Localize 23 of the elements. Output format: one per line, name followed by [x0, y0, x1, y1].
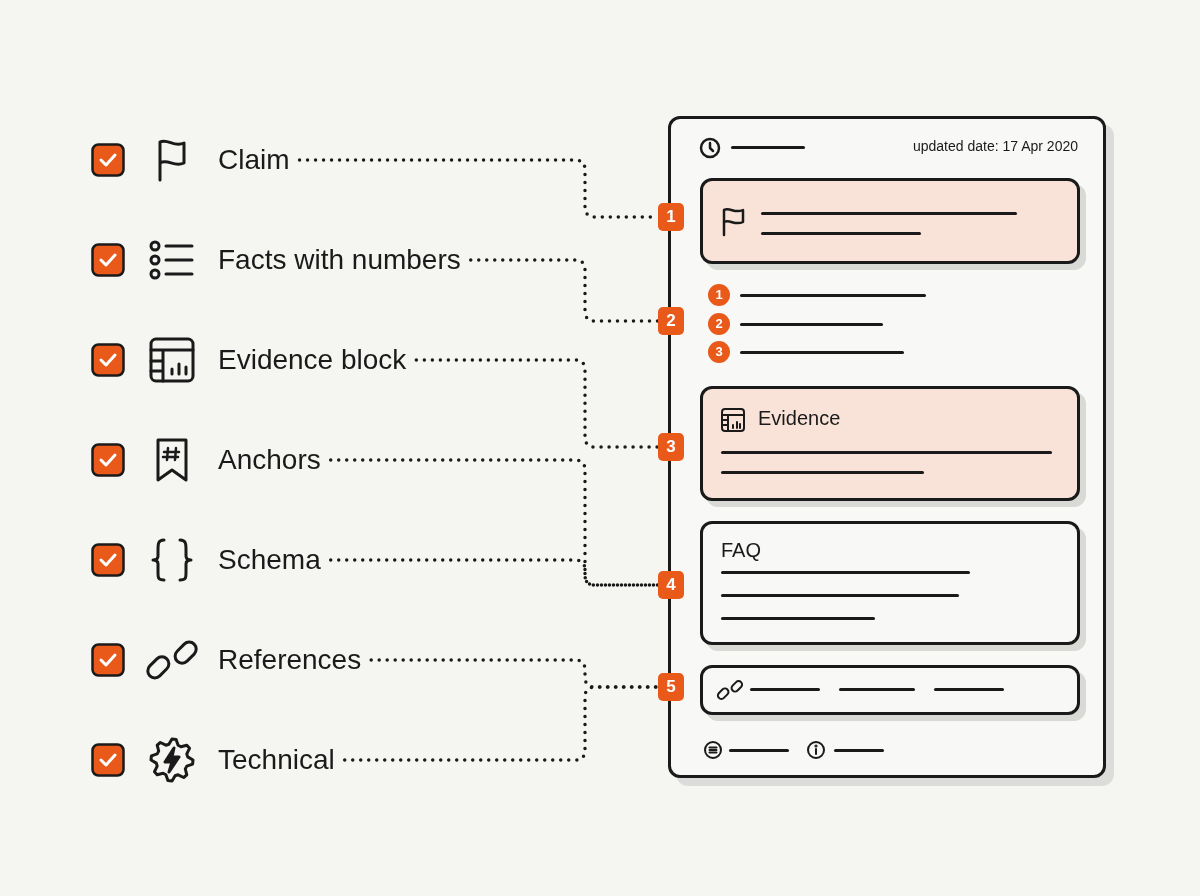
dotted-connector	[328, 558, 660, 587]
feature-label: Claim	[218, 143, 290, 177]
number-badge: 4	[658, 571, 684, 599]
dotted-connector	[414, 358, 660, 449]
dotted-connector	[369, 658, 660, 689]
feature-label: References	[218, 643, 362, 677]
feature-label: Facts with numbers	[218, 243, 461, 277]
number-badge: 5	[658, 673, 684, 701]
section-heading: Evidence	[758, 407, 841, 430]
feature-label: Technical	[218, 743, 335, 777]
dotted-connector	[343, 685, 660, 762]
dotted-connector	[469, 258, 660, 323]
updated-date-text: updated date: 17 Apr 2020	[912, 138, 1078, 154]
number-circle: 3	[708, 341, 730, 363]
feature-label: Schema	[218, 543, 321, 577]
number-badge: 1	[658, 203, 684, 231]
feature-label: Evidence block	[218, 343, 407, 377]
number-circle: 1	[708, 284, 730, 306]
feature-label: Anchors	[218, 443, 321, 477]
number-circle: 2	[708, 313, 730, 335]
number-badge: 2	[658, 307, 684, 335]
number-badge: 3	[658, 433, 684, 461]
section-heading: FAQ	[721, 539, 761, 562]
